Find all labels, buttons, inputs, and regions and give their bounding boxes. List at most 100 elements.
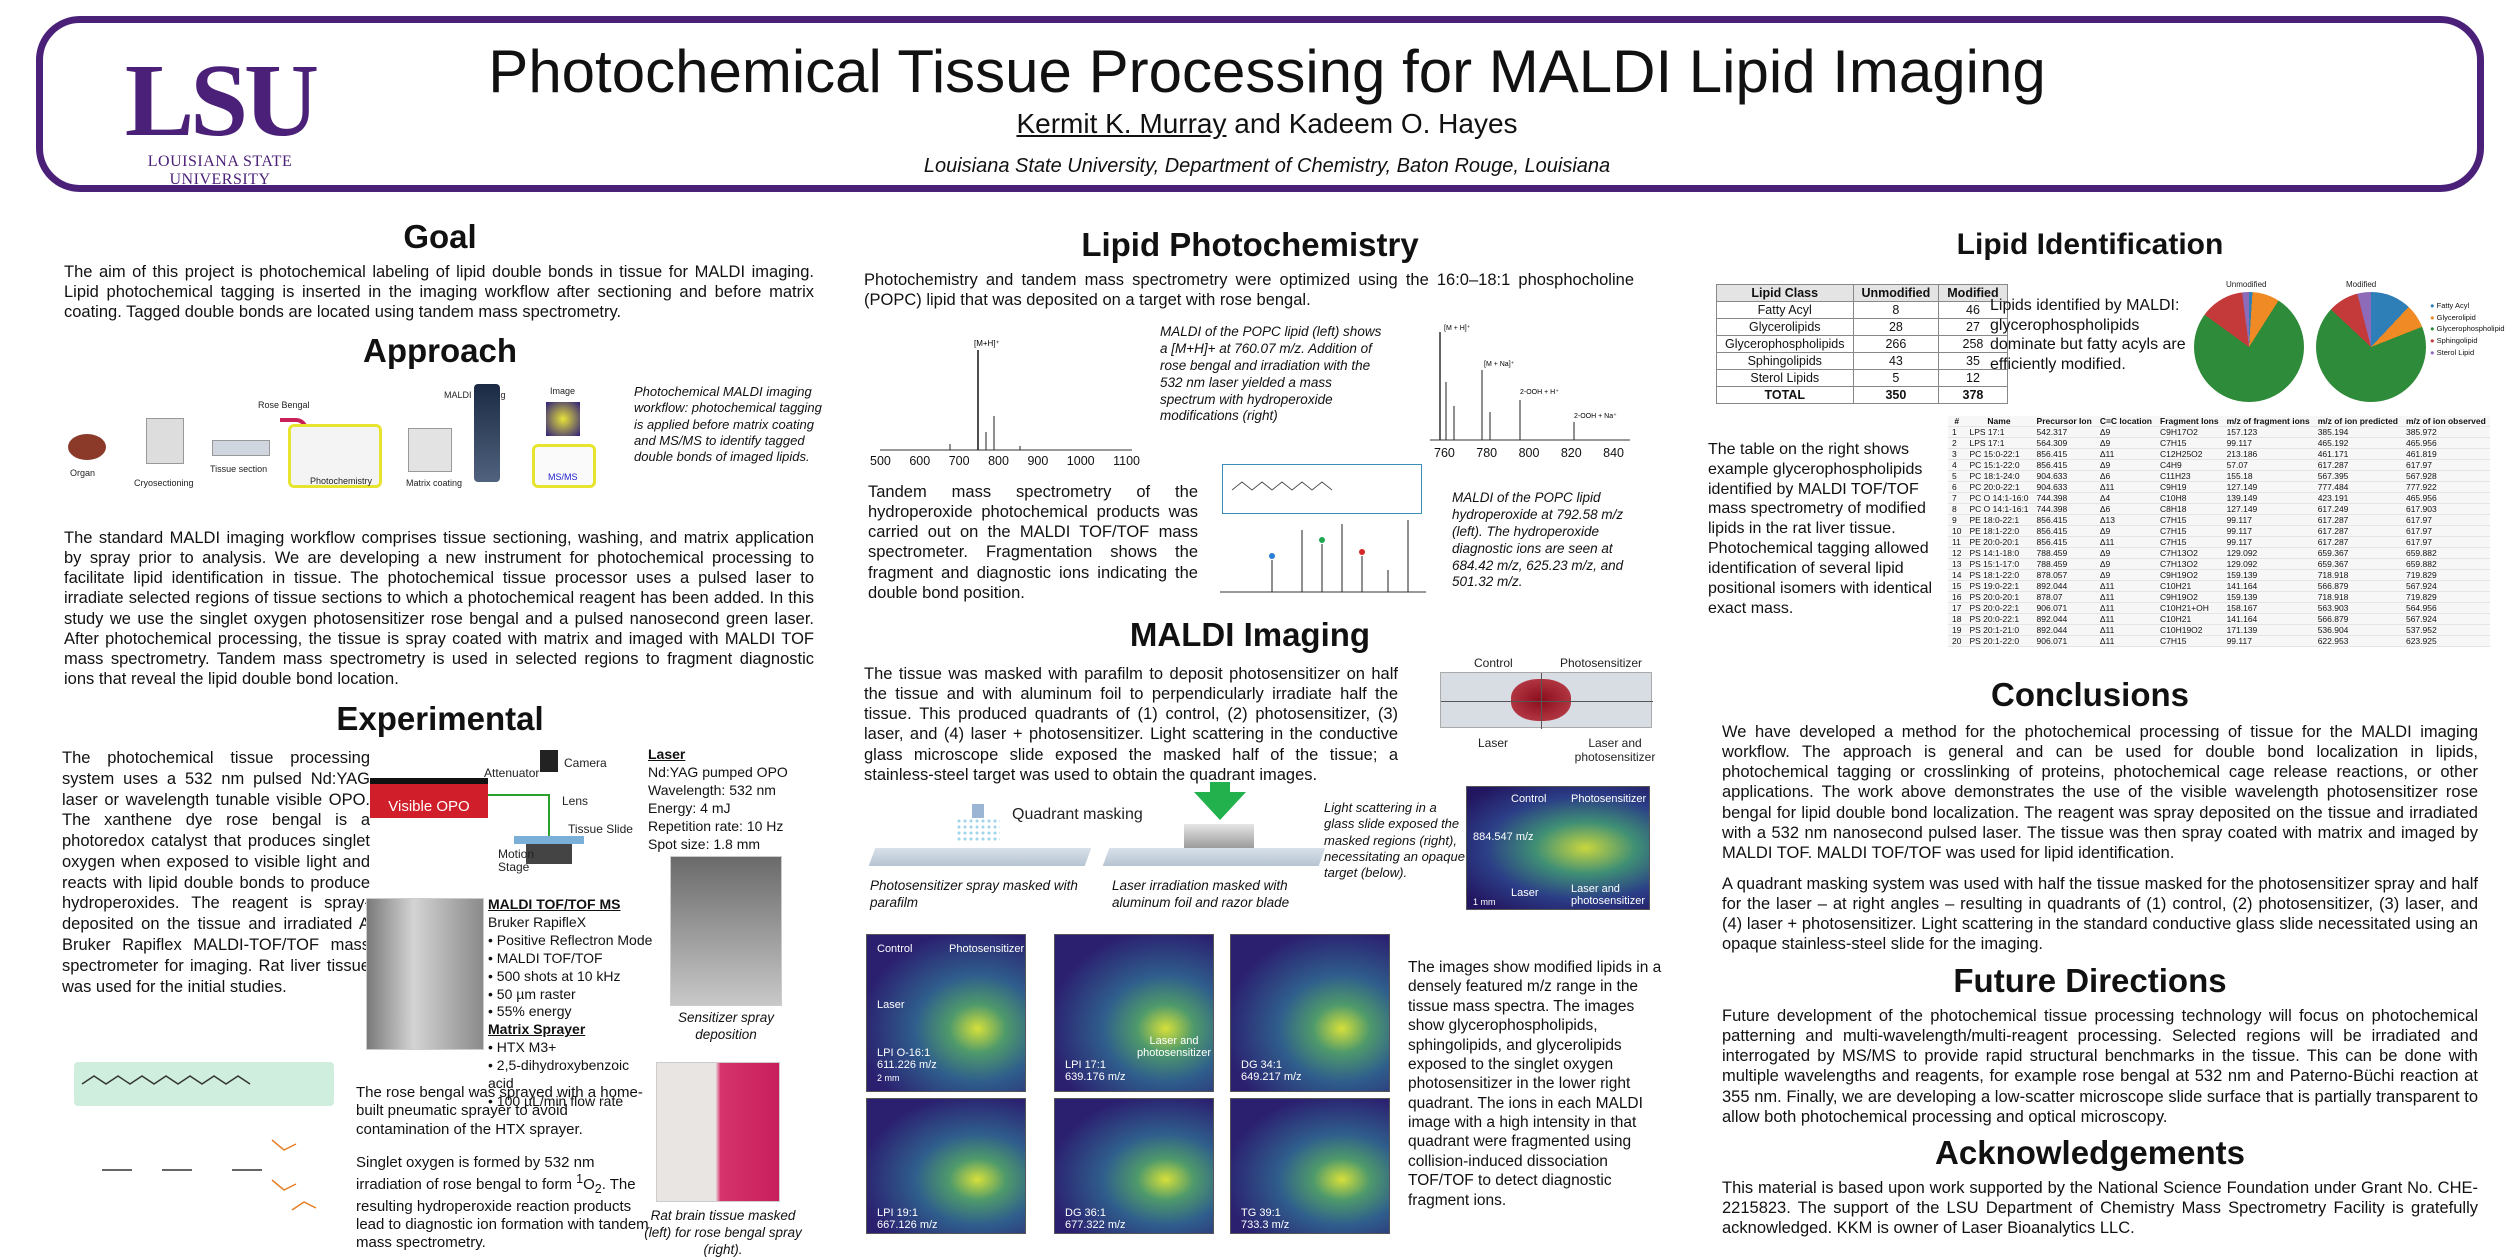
cell: 788.459 — [2032, 558, 2096, 570]
maldi-image-3: DG 34:1 649.217 m/z — [1230, 934, 1390, 1092]
cell: 5 — [1852, 369, 1940, 387]
identification-text: The table on the right shows example gly… — [1708, 441, 1933, 617]
quad-laser-label: Laser — [1478, 736, 1509, 750]
experimental-text: The photochemical tissue processing syst… — [62, 749, 370, 996]
cell: 461.819 — [2401, 448, 2490, 460]
sprayer-caption: Sensitizer spray deposition — [677, 1010, 775, 1042]
spectrum-hydroperoxide: [M + H]⁺ [M + Na]⁺ 2-OOH + H⁺ 2-OOH + Na… — [1424, 318, 1636, 466]
cell: C10H21+OH — [2156, 602, 2223, 614]
cell: C10H21 — [2156, 580, 2223, 592]
maldi-image-4: LPI 19:1 667.126 m/z — [866, 1098, 1026, 1234]
cell: 617.903 — [2401, 503, 2490, 515]
photochem-text2: Tandem mass spectrometry of the hydroper… — [868, 483, 1198, 602]
cell: 465.192 — [2313, 437, 2402, 449]
cell: PC O 14:1-16:1 — [1965, 503, 2033, 515]
cell: 423.191 — [2313, 492, 2402, 504]
tissue-slide-photo — [1440, 672, 1653, 729]
pie-unmodified — [2194, 292, 2304, 402]
cell: 788.459 — [2032, 547, 2096, 559]
cell: 15 — [1948, 580, 1966, 592]
cell: 43 — [1852, 352, 1940, 370]
legend-item: ● Sterol Lipid — [2430, 347, 2475, 357]
sprayer-photo — [670, 856, 782, 1006]
cell: 659.367 — [2313, 547, 2402, 559]
cell: 617.287 — [2313, 514, 2402, 526]
spectrum-popc-plot: [M+H]⁺ — [880, 339, 1132, 451]
cell: 465.956 — [2401, 492, 2490, 504]
tick: 820 — [1560, 446, 1582, 460]
cell: C7H15 — [2156, 536, 2223, 548]
legend-item: ● Sphingolipid — [2430, 335, 2478, 345]
cell: PS 20:1-22:0 — [1965, 635, 2033, 647]
cell: Δ13 — [2095, 514, 2156, 526]
legend-label: Glycerophospholipid — [2436, 324, 2505, 334]
singlet-superscript: 1 — [576, 1172, 584, 1187]
cell: PS 14:1-18:0 — [1965, 547, 2033, 559]
cell: 718.918 — [2313, 591, 2402, 603]
lsu-logo: LSU LOUISIANA STATE UNIVERSITY — [105, 43, 335, 188]
brain-caption: Rat brain tissue masked (left) for rose … — [644, 1208, 802, 1257]
photochemistry-box — [288, 424, 382, 488]
cell: Sterol Lipids — [1716, 369, 1854, 387]
cell: 17 — [1948, 602, 1966, 614]
ms-line: • 500 shots at 10 kHz — [488, 967, 621, 984]
cell: 892.044 — [2032, 613, 2096, 625]
cell: Δ4 — [2095, 492, 2156, 504]
spray-mask-diagram — [868, 804, 1092, 874]
cell: 20 — [1948, 635, 1966, 647]
singlet-subscript: 2 — [594, 1182, 602, 1197]
img-lipid-name: LPI O-16:1 — [877, 1047, 931, 1059]
scatter-label-laser: Laser — [1511, 887, 1539, 899]
step-image: Image — [550, 386, 576, 396]
cell: PC 15:1-22:0 — [1965, 459, 2033, 471]
cell: 2 — [1948, 437, 1966, 449]
laser-specs: Laser Nd:YAG pumped OPO Wavelength: 532 … — [648, 746, 788, 853]
cell: 14 — [1948, 569, 1966, 581]
cell: 6 — [1948, 481, 1966, 493]
cell: 617.249 — [2313, 503, 2402, 515]
hydroperoxide-caption: MALDI of the POPC lipid hydroperoxide at… — [1452, 490, 1624, 590]
quad-control-label: Control — [1474, 656, 1513, 670]
cell: 16 — [1948, 591, 1966, 603]
singlet-oxygen-text: Singlet oxygen is formed by 532 nm irrad… — [356, 1154, 656, 1252]
step-organ: Organ — [70, 468, 96, 478]
img-label-laser-ps: Laser and photosensitizer — [1137, 1035, 1211, 1060]
reaction-scheme — [62, 1060, 358, 1228]
cell: 617.97 — [2401, 459, 2490, 471]
col-header: Precursor Ion — [2032, 416, 2096, 427]
img-mz: 733.3 m/z — [1241, 1219, 1290, 1231]
pie-modified — [2316, 292, 2426, 402]
green-arrow-icon — [1194, 792, 1246, 820]
legend-item: ● Fatty Acyl — [2430, 301, 2470, 310]
svg-text:[M+H]⁺: [M+H]⁺ — [974, 339, 1000, 348]
legend-item: ● Glycerolipid — [2430, 312, 2476, 322]
opo-label: Visible OPO — [388, 798, 470, 815]
svg-text:[M + Na]⁺: [M + Na]⁺ — [1484, 361, 1515, 368]
step-msms: MS/MS — [548, 472, 578, 482]
tick: 1000 — [1066, 454, 1095, 468]
cell: C12H25O2 — [2156, 448, 2223, 460]
tick: 800 — [1518, 446, 1540, 460]
cell: 461.171 — [2313, 448, 2402, 460]
cell: 99.117 — [2222, 536, 2314, 548]
cell: PS 20:0-20:1 — [1965, 591, 2033, 603]
table-header-row: Lipid Class Unmodified Modified — [1716, 284, 2008, 302]
cell: 719.829 — [2401, 569, 2490, 581]
workflow-figure: Organ Cryosectioning Tissue section Rose… — [62, 378, 622, 506]
sprayer-title: Matrix Sprayer — [488, 1021, 586, 1038]
cell: C8H18 — [2156, 503, 2223, 515]
cell: 892.044 — [2032, 624, 2096, 636]
cell: 18 — [1948, 613, 1966, 625]
cell: C7H15 — [2156, 514, 2223, 526]
cell: C7H15 — [2156, 635, 2223, 647]
laser-line: Energy: 4 mJ — [648, 799, 731, 816]
tick: 840 — [1603, 446, 1624, 460]
